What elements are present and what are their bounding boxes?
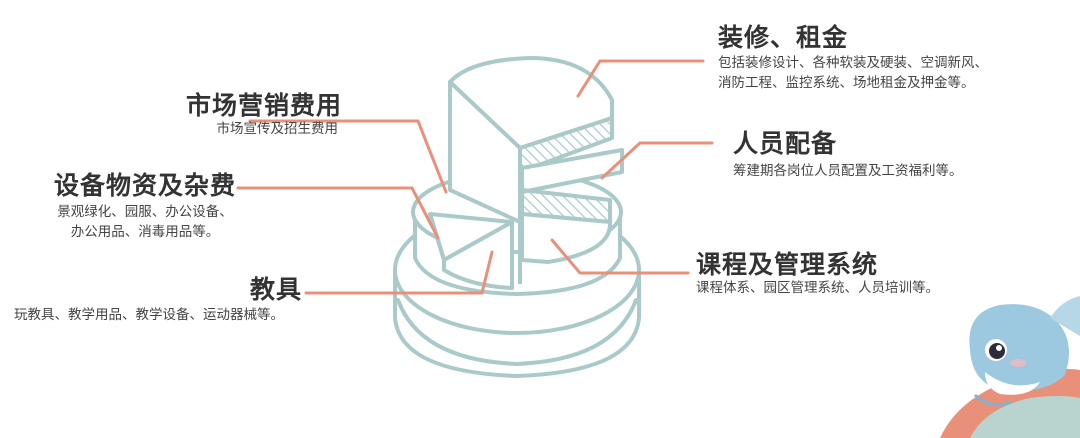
decoration-title: 装修、租金	[718, 23, 849, 52]
marketing-desc: 市场宣传及招生费用	[216, 121, 339, 137]
mascot-illustration	[940, 296, 1080, 438]
curriculum-desc: 课程体系、园区管理系统、人员培训等。	[696, 280, 939, 296]
staff-desc: 筹建期各岗位人员配置及工资福利等。	[733, 163, 963, 179]
staff-title: 人员配备	[733, 129, 838, 158]
teaching-desc: 玩教具、教学用品、教学设备、运动器械等。	[14, 307, 284, 323]
staff-slice	[520, 148, 624, 264]
curriculum-title: 课程及管理系统	[696, 250, 879, 279]
teaching-title: 教具	[250, 275, 303, 304]
wedge-slices	[428, 212, 514, 290]
marketing-title: 市场营销费用	[186, 91, 343, 120]
connector-lines	[236, 59, 714, 295]
equipment-title: 设备物资及杂费	[54, 171, 237, 200]
decoration-desc: 包括装修设计、各种软装及硬装、空调新风、 消防工程、监控系统、场地租金及押金等。	[718, 55, 988, 91]
equipment-desc: 景观绿化、园服、办公设备、 办公用品、消毒用品等。	[57, 204, 233, 240]
